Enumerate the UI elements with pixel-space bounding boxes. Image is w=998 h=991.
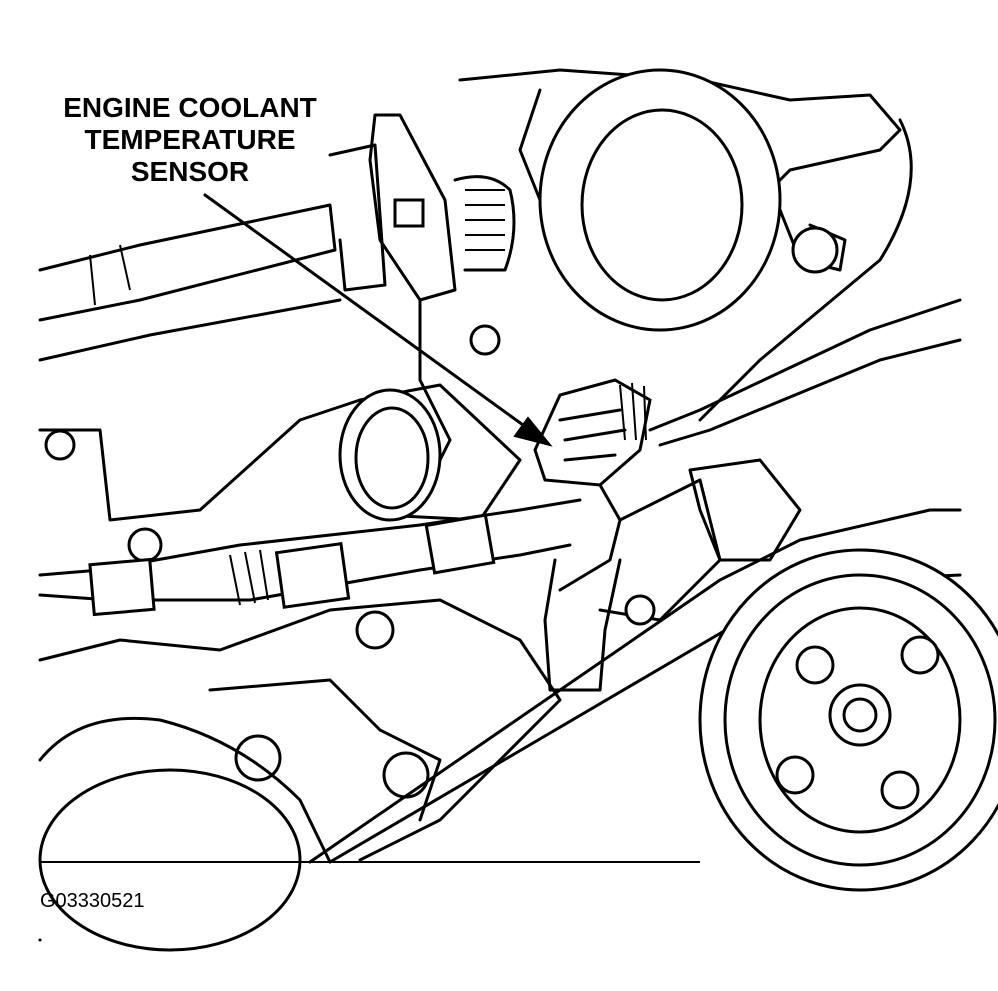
callout-line-1: ENGINE COOLANT bbox=[63, 92, 317, 123]
bolt-lower-right bbox=[382, 751, 430, 799]
coolant-outlet bbox=[338, 383, 522, 522]
callout-leader-line bbox=[203, 193, 532, 432]
figure-id: G03330521 bbox=[40, 890, 145, 912]
water-pump-housing bbox=[38, 598, 562, 862]
engine-block-left bbox=[38, 398, 362, 522]
throttle-linkage bbox=[328, 113, 516, 462]
callout-line-2: TEMPERATURE bbox=[84, 124, 296, 155]
callout-label: ENGINE COOLANT TEMPERATURE SENSOR bbox=[40, 92, 340, 188]
bolt-left-mid bbox=[127, 527, 163, 563]
coolant-temp-sensor bbox=[533, 378, 652, 592]
bolt-lower-left bbox=[234, 734, 282, 782]
lower-left-pulley bbox=[38, 768, 302, 952]
throttle-body bbox=[458, 68, 902, 332]
callout-line-3: SENSOR bbox=[130, 156, 250, 187]
upper-harness-lower-edge bbox=[38, 298, 342, 362]
bolt-left-upper bbox=[44, 429, 76, 461]
sensor-harness-right bbox=[648, 298, 962, 432]
pulley bbox=[698, 548, 998, 892]
alternator-bracket bbox=[688, 458, 802, 562]
callout-arrowhead bbox=[513, 416, 553, 447]
main-wiring-harness bbox=[38, 498, 622, 692]
drive-belt-upper bbox=[38, 508, 962, 942]
bolt-lower-center bbox=[355, 610, 395, 650]
upper-harness-tube bbox=[38, 203, 337, 322]
